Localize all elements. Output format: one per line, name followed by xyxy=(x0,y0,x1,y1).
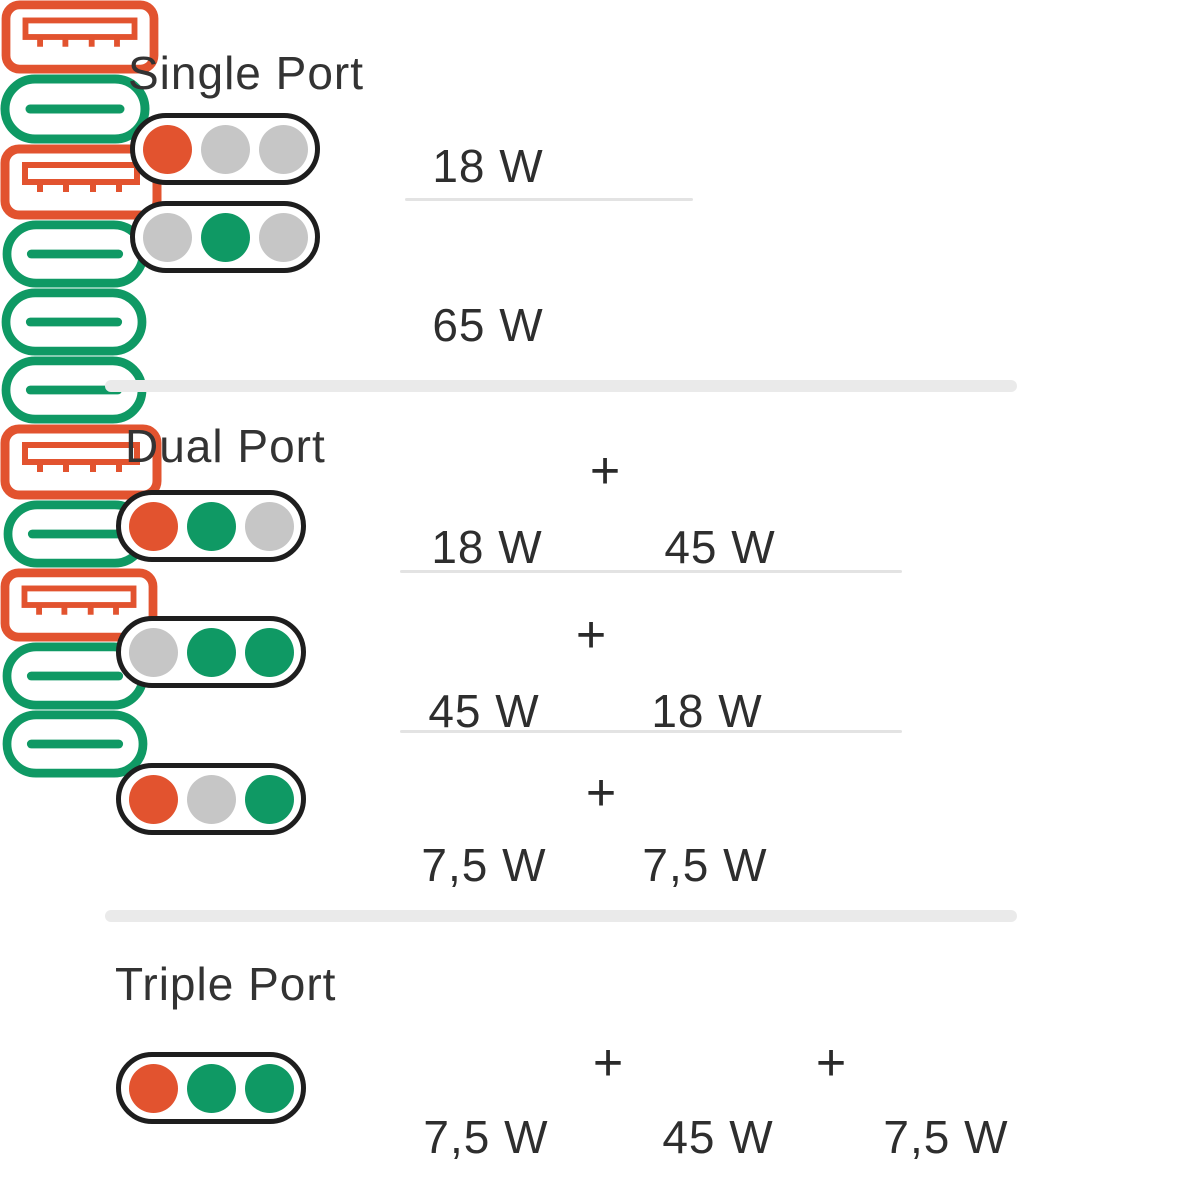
indicator-dot-orange xyxy=(142,124,192,174)
usb-c-port-icon xyxy=(0,74,150,144)
watt-label: 45 W xyxy=(662,1111,774,1163)
indicator-dot-gray xyxy=(200,124,250,174)
indicator-dot-orange xyxy=(128,501,178,551)
watt-label: 45 W xyxy=(428,685,540,737)
plus-sign: + xyxy=(585,764,617,822)
watt-label: 18 W xyxy=(431,521,543,573)
watt-label: 18 W xyxy=(432,140,544,192)
indicator-dot-gray xyxy=(142,212,192,262)
usb-c-port-icon xyxy=(0,220,150,288)
indicator-dot-green xyxy=(244,774,294,824)
section-title: Single Port xyxy=(128,47,365,99)
indicator-dot-orange xyxy=(128,774,178,824)
indicator-dot-green xyxy=(186,501,236,551)
usb-a-port-icon xyxy=(0,424,162,500)
usb-c-port-icon xyxy=(0,288,148,356)
watt-label: 7,5 W xyxy=(642,839,768,891)
indicator-dot-green xyxy=(244,1063,294,1113)
usb-a-port-icon xyxy=(0,568,158,642)
port-indicator-pill xyxy=(116,1052,306,1124)
port-indicator-pill xyxy=(130,113,320,185)
indicator-dot-green xyxy=(186,627,236,677)
port-indicator-pill xyxy=(116,490,306,562)
watt-label: 7,5 W xyxy=(883,1111,1009,1163)
section-title: Dual Port xyxy=(125,420,326,472)
row-divider-line xyxy=(400,570,902,573)
watt-label: 18 W xyxy=(651,685,763,737)
indicator-dot-green xyxy=(244,627,294,677)
row-divider-line xyxy=(405,198,693,201)
usb-a-port-icon xyxy=(0,0,160,74)
port-indicator-pill xyxy=(116,763,306,835)
plus-sign: + xyxy=(589,442,621,500)
port-indicator-pill xyxy=(116,616,306,688)
indicator-dot-orange xyxy=(128,1063,178,1113)
port-indicator-pill xyxy=(130,201,320,273)
plus-sign: + xyxy=(592,1034,624,1092)
watt-label: 65 W xyxy=(432,299,544,351)
watt-label: 7,5 W xyxy=(421,839,547,891)
indicator-dot-green xyxy=(186,1063,236,1113)
section-divider-bar xyxy=(105,380,1017,392)
section-divider-bar xyxy=(105,910,1017,922)
watt-label: 45 W xyxy=(664,521,776,573)
section-title: Triple Port xyxy=(115,958,337,1010)
plus-sign: + xyxy=(575,606,607,664)
indicator-dot-gray xyxy=(186,774,236,824)
indicator-dot-gray xyxy=(244,501,294,551)
indicator-dot-gray xyxy=(258,124,308,174)
indicator-dot-gray xyxy=(128,627,178,677)
row-divider-line xyxy=(400,730,902,733)
plus-sign: + xyxy=(815,1034,847,1092)
indicator-dot-gray xyxy=(258,212,308,262)
usb-c-port-icon xyxy=(0,710,150,778)
watt-label: 7,5 W xyxy=(423,1111,549,1163)
indicator-dot-green xyxy=(200,212,250,262)
